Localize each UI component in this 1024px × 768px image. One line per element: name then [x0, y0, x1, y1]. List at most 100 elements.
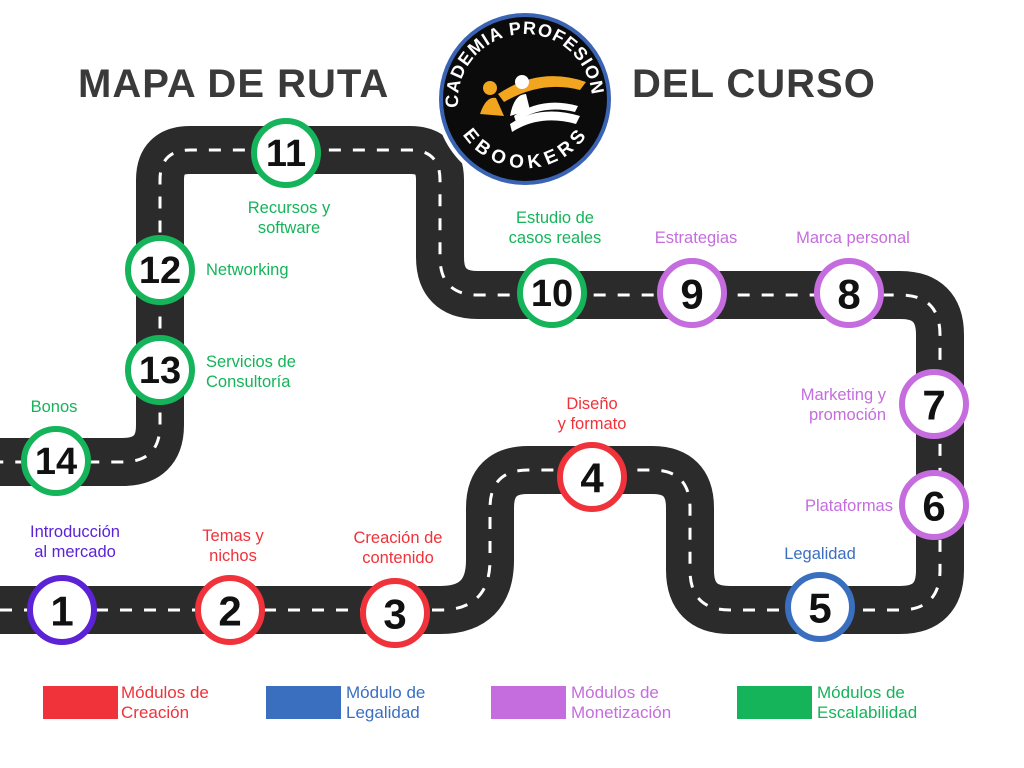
module-label-line: Estrategias: [654, 229, 738, 247]
module-label-line: Marca personal: [796, 229, 910, 247]
module-label-3: Creación de contenido: [318, 528, 478, 568]
module-circle: [125, 235, 195, 305]
legend-label-line: Legalidad: [346, 703, 420, 722]
module-circle: [657, 258, 727, 328]
module-circle: [899, 470, 969, 540]
module-label-4: Diseño y formato: [512, 394, 672, 434]
academy-logo: ACADEMIA PROFESIONAL EBOOKERS: [430, 4, 615, 189]
module-circle: [517, 258, 587, 328]
module-circle: [251, 118, 321, 188]
module-label-line: Recursos y: [247, 199, 331, 217]
module-marker-9: 9: [657, 258, 727, 328]
module-label-14: Bonos: [0, 397, 134, 417]
module-label-line: Legalidad: [784, 545, 856, 563]
legend-label-line: Monetización: [571, 703, 672, 722]
module-circle: [195, 575, 265, 645]
module-circle: [814, 258, 884, 328]
module-label-6: Plataformas: [805, 496, 893, 516]
module-label-line: Estudio de: [516, 209, 594, 227]
title-left: MAPA DE RUTA: [78, 62, 390, 106]
module-number: 11: [266, 133, 306, 175]
module-label-12: Networking: [206, 260, 289, 280]
module-label-line: Servicios de: [206, 353, 296, 371]
module-marker-11: 11: [251, 118, 321, 188]
module-number: 3: [383, 591, 406, 638]
module-marker-8: 8: [814, 258, 884, 328]
module-label-11: Recursos y software: [209, 198, 369, 238]
module-label-7: Marketing y promoción: [801, 385, 886, 425]
book-icon: [480, 75, 586, 132]
legend-label-line: Módulos de: [817, 683, 905, 702]
module-label-9: Estrategias: [616, 228, 776, 248]
module-label-line: Introducción: [30, 523, 120, 541]
module-circle: [899, 369, 969, 439]
module-label-line: al mercado: [34, 543, 116, 561]
module-marker-13: 13: [125, 335, 195, 405]
module-label-line: nichos: [209, 547, 257, 565]
module-marker-5: 5: [785, 572, 855, 642]
legend-label-line: Módulos de: [121, 683, 209, 702]
module-marker-3: 3: [360, 578, 430, 648]
module-circle: [360, 578, 430, 648]
module-marker-1: 1: [27, 575, 97, 645]
module-number: 4: [580, 455, 604, 502]
legend-swatch-monetizacion: [491, 686, 566, 719]
module-number: 7: [922, 382, 945, 429]
legend-swatch-creacion: [43, 686, 118, 719]
module-label-2: Temas y nichos: [153, 526, 313, 566]
module-marker-4: 4: [557, 442, 627, 512]
module-label-8: Marca personal: [773, 228, 933, 248]
module-label-line: Consultoría: [206, 373, 291, 391]
module-circle: [21, 426, 91, 496]
module-label-1: Introducción al mercado: [0, 522, 155, 562]
title-right: DEL CURSO: [632, 62, 876, 106]
module-circle: [557, 442, 627, 512]
module-label-line: Plataformas: [804, 497, 893, 515]
module-label-line: y formato: [557, 415, 627, 433]
module-label-line: casos reales: [508, 229, 602, 247]
module-marker-7: 7: [899, 369, 969, 439]
module-label-13: Servicios de Consultoría: [206, 352, 296, 392]
module-label-line: software: [257, 219, 321, 237]
module-marker-2: 2: [195, 575, 265, 645]
legend-swatch-legalidad: [266, 686, 341, 719]
module-marker-6: 6: [899, 470, 969, 540]
legend-label-line: Escalabilidad: [817, 703, 918, 722]
module-circle: [27, 575, 97, 645]
module-label-10: Estudio de casos reales: [475, 208, 635, 248]
module-label-line: contenido: [362, 549, 434, 567]
module-label-line: Bonos: [30, 398, 78, 416]
module-number: 2: [218, 588, 241, 635]
legend-label-line: Módulo de: [346, 683, 426, 702]
module-label-line: Diseño: [566, 395, 618, 413]
module-label-line: Networking: [206, 261, 289, 279]
module-circle: [125, 335, 195, 405]
legend-label-line: Módulos de: [571, 683, 659, 702]
module-label-line: promoción: [808, 406, 886, 424]
module-label-line: Creación de: [353, 529, 443, 547]
module-circle: [785, 572, 855, 642]
legend-swatch-escalabilidad: [737, 686, 812, 719]
module-number: 8: [837, 271, 860, 318]
module-number: 6: [922, 483, 945, 530]
module-marker-12: 12: [125, 235, 195, 305]
module-number: 9: [680, 271, 703, 318]
module-number: 5: [808, 585, 831, 632]
module-number: 13: [139, 350, 181, 392]
module-number: 10: [531, 273, 573, 315]
module-number: 1: [50, 588, 73, 635]
module-label-5: Legalidad: [740, 544, 900, 564]
module-label-line: Temas y: [202, 527, 264, 545]
module-marker-14: 14: [21, 426, 91, 496]
module-label-line: Marketing y: [800, 386, 886, 404]
module-marker-10: 10: [517, 258, 587, 328]
module-number: 14: [35, 441, 77, 483]
legend-label-line: Creación: [121, 703, 190, 722]
